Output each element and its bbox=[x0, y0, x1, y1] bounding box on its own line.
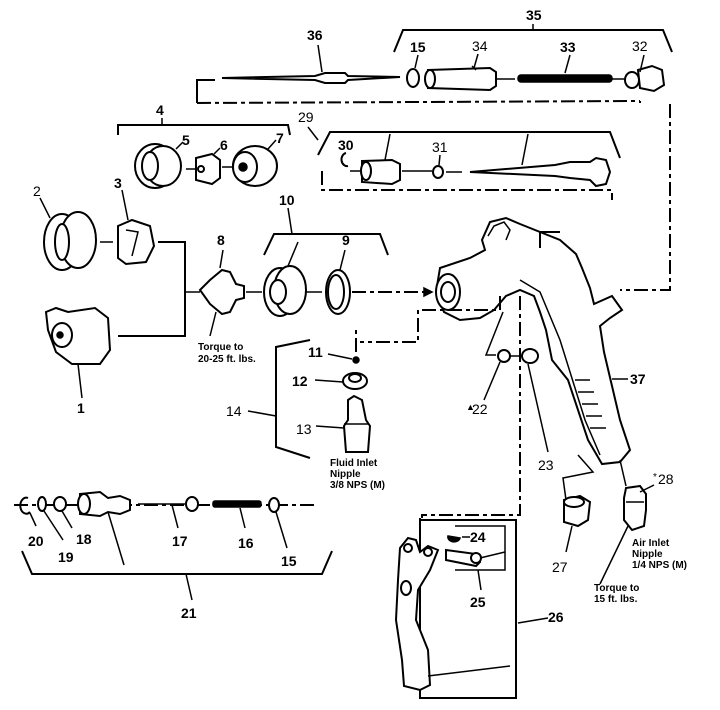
screw-part-24 bbox=[447, 535, 461, 543]
callout-2: 2 bbox=[33, 183, 41, 199]
group-air-inlet: 27 28 * Air Inlet Nipple 1/4 NPS (M) Tor… bbox=[552, 454, 687, 605]
callout-24: 24 bbox=[470, 529, 486, 545]
group-needle-29: 29 30 31 bbox=[298, 109, 621, 200]
callout-4: 4 bbox=[156, 102, 164, 118]
group-trigger-26: 24 25 26 bbox=[394, 518, 564, 699]
callout-15-bottom: 15 bbox=[281, 553, 297, 569]
callout-31: 31 bbox=[432, 139, 448, 155]
oring-part-31 bbox=[432, 165, 444, 179]
oring-part-15-bottom bbox=[268, 497, 280, 513]
marker-triangle-22: ▲ bbox=[466, 402, 475, 412]
callout-16: 16 bbox=[238, 535, 254, 551]
callout-27: 27 bbox=[552, 559, 568, 575]
callout-8: 8 bbox=[217, 232, 225, 248]
note-torque-28-line1: Torque to bbox=[594, 583, 639, 594]
callout-3: 3 bbox=[114, 175, 122, 191]
oring-part-18 bbox=[53, 496, 67, 512]
group-22-23: ▲ 22 23 bbox=[421, 296, 554, 518]
callout-6: 6 bbox=[220, 137, 228, 153]
callout-18: 18 bbox=[76, 531, 92, 547]
spring-part-33 bbox=[517, 74, 613, 83]
callout-30: 30 bbox=[338, 137, 354, 153]
marker-asterisk-28: * bbox=[653, 472, 657, 483]
note-fluid-line1: Fluid Inlet bbox=[330, 458, 378, 469]
callout-19: 19 bbox=[58, 549, 74, 565]
note-fluid-line3: 3/8 NPS (M) bbox=[330, 480, 385, 491]
trigger-part-26 bbox=[394, 536, 440, 692]
callout-22: 22 bbox=[472, 401, 488, 417]
fluid-needle-part bbox=[469, 156, 612, 188]
callout-25: 25 bbox=[470, 594, 486, 610]
group-nozzle: 8 Torque to 20-25 ft. lbs. 10 9 bbox=[185, 192, 434, 365]
group-needle-36: 36 bbox=[196, 27, 641, 104]
part-22 bbox=[497, 349, 511, 363]
note-air-line3: 1/4 NPS (M) bbox=[632, 560, 687, 571]
note-air-line2: Nipple bbox=[632, 549, 663, 560]
group-assembly-35: 35 15 34 33 32 bbox=[393, 7, 673, 93]
washer-part-19 bbox=[37, 496, 47, 512]
group-valve-21: 20 19 18 17 16 15 21 bbox=[14, 490, 333, 621]
note-torque-8-line2: 20-25 ft. lbs. bbox=[198, 354, 256, 365]
part-23 bbox=[521, 348, 539, 364]
callout-9: 9 bbox=[342, 232, 350, 248]
callout-12: 12 bbox=[292, 373, 308, 389]
callout-26: 26 bbox=[548, 609, 564, 625]
callout-32: 32 bbox=[632, 38, 648, 54]
valve-body-part bbox=[79, 490, 131, 518]
callout-15-top: 15 bbox=[410, 39, 426, 55]
oring-part-15 bbox=[406, 68, 420, 88]
group-aircap-4: 4 5 6 7 bbox=[117, 102, 291, 189]
callout-11: 11 bbox=[308, 344, 323, 360]
needle-part-36 bbox=[221, 72, 401, 84]
callout-36: 36 bbox=[307, 27, 323, 43]
callout-10: 10 bbox=[279, 192, 295, 208]
adjusting-knob-part-32 bbox=[636, 64, 666, 93]
leader-dash-32 bbox=[620, 104, 671, 291]
housing-part-34 bbox=[427, 66, 497, 92]
fluid-nozzle-part-8 bbox=[198, 268, 245, 316]
packing-nut-part bbox=[361, 158, 401, 186]
note-torque-8-line1: Torque to bbox=[198, 342, 243, 353]
callout-29: 29 bbox=[298, 109, 314, 125]
stud-part-25 bbox=[445, 548, 482, 568]
group-caps-left: 2 3 1 bbox=[33, 175, 186, 416]
valve-stem-part-17 bbox=[185, 496, 199, 512]
note-air-line1: Air Inlet bbox=[632, 538, 670, 549]
clip-part-20 bbox=[19, 496, 31, 515]
ball-part-11 bbox=[352, 356, 360, 364]
note-torque-28-line2: 15 ft. lbs. bbox=[594, 594, 638, 605]
note-fluid-line2: Nipple bbox=[330, 469, 361, 480]
callout-17: 17 bbox=[172, 533, 188, 549]
callout-13: 13 bbox=[296, 421, 312, 437]
callout-5: 5 bbox=[182, 132, 190, 148]
gun-body-37: 37 bbox=[360, 216, 646, 466]
callout-20: 20 bbox=[28, 533, 44, 549]
callout-34: 34 bbox=[472, 38, 488, 54]
callout-7: 7 bbox=[276, 130, 284, 146]
callout-28: 28 bbox=[658, 471, 674, 487]
spring-part-16 bbox=[212, 500, 262, 508]
callout-35: 35 bbox=[526, 7, 542, 23]
callout-1: 1 bbox=[77, 400, 85, 416]
callout-14: 14 bbox=[226, 403, 242, 419]
group-fluid-inlet-14: 14 11 12 13 Fluid Inlet Nipple 3/8 NPS (… bbox=[226, 329, 385, 491]
callout-23: 23 bbox=[538, 457, 554, 473]
nut-part-6 bbox=[195, 152, 221, 186]
callout-21: 21 bbox=[181, 605, 197, 621]
callout-33: 33 bbox=[560, 39, 576, 55]
air-nipple-part-28 bbox=[623, 484, 647, 532]
callout-37: 37 bbox=[630, 371, 646, 387]
